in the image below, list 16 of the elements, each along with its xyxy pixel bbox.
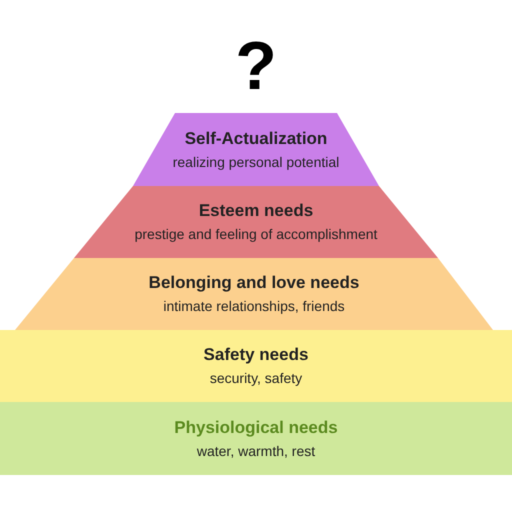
tier-description: realizing personal potential — [172, 152, 340, 172]
tier-title: Physiological needs — [174, 416, 338, 439]
question-mark: ? — [234, 27, 278, 106]
pyramid-tier — [0, 402, 512, 475]
tier-description: security, safety — [210, 369, 302, 388]
pyramid-tier — [0, 330, 512, 402]
pyramid-tier — [133, 113, 379, 186]
pyramid-tier — [74, 186, 438, 258]
pyramid-tier — [15, 258, 493, 330]
tier-title: Belonging and love needs — [148, 272, 360, 294]
tier-description: water, warmth, rest — [196, 442, 316, 460]
tier-title: Self-Actualization — [184, 128, 328, 150]
tier-title: Safety needs — [204, 344, 308, 366]
tier-description: intimate relationships, friends — [163, 297, 345, 316]
tier-description: prestige and feeling of accomplishment — [134, 225, 378, 244]
tier-title: Esteem needs — [198, 200, 314, 222]
